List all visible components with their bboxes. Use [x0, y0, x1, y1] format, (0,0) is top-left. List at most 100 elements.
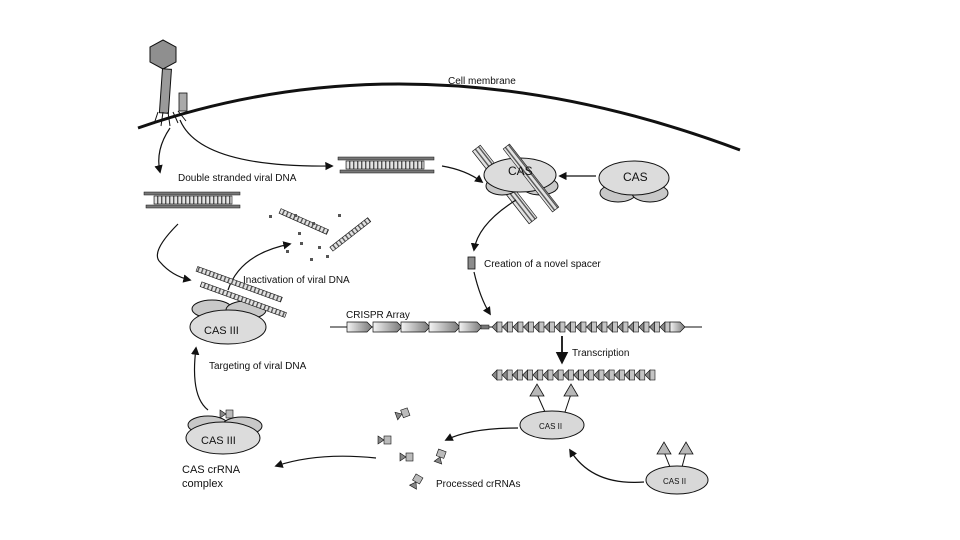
- crispr-spacer: [591, 321, 597, 333]
- crispr-repeat: [554, 321, 561, 333]
- crispr-spacer: [400, 321, 431, 333]
- arrow-dna-to-cas: [441, 165, 484, 184]
- transcript-repeat: [562, 369, 569, 381]
- arrow-phage-down: [154, 127, 171, 174]
- pre-crrna-transcript: [491, 369, 656, 381]
- crispr-repeat: [596, 321, 603, 333]
- arrow-processed-to-cas3: [274, 455, 377, 468]
- crispr-repeat: [617, 321, 624, 333]
- crispr-spacer: [528, 321, 534, 333]
- transcript-repeat: [532, 369, 539, 381]
- crispr-spacer: [622, 321, 629, 333]
- crispr-spacer: [580, 321, 587, 333]
- transcript-repeat: [583, 369, 590, 381]
- transcript-spacer: [608, 369, 615, 381]
- cas2-complex-middle: CAS II: [519, 383, 585, 440]
- complex-label-line1: CAS crRNA: [182, 464, 241, 476]
- targeting-label: Targeting of viral DNA: [209, 361, 307, 372]
- crispr-repeat: [607, 321, 613, 333]
- transcript-spacer: [527, 369, 533, 381]
- arrow-cas3-complex-up: [191, 346, 209, 411]
- crispr-spacer: [507, 321, 513, 333]
- complex-label-line2: complex: [182, 478, 223, 490]
- transcript-spacer: [537, 369, 544, 381]
- crispr-leader: [669, 321, 686, 333]
- crispr-spacer: [517, 321, 524, 333]
- processed-crrnas: [377, 407, 447, 490]
- transcript-spacer: [649, 369, 656, 381]
- crispr-spacer-new: [480, 324, 490, 330]
- crispr-spacer: [654, 321, 660, 333]
- transcript-repeat: [624, 369, 630, 381]
- crispr-spacer: [428, 321, 461, 333]
- crispr-spacer: [538, 321, 545, 333]
- transcript-repeat: [542, 369, 549, 381]
- transcript-repeat: [511, 369, 518, 381]
- crispr-spacer: [549, 321, 555, 333]
- crispr-array-label: CRISPR Array: [346, 310, 410, 321]
- transcript-repeat: [593, 369, 600, 381]
- cas3-targeting-complex: CAS III: [189, 266, 287, 345]
- arrow-spacer-to-array: [473, 271, 491, 316]
- transcript-repeat: [603, 369, 610, 381]
- arrow-cas2-to-processed: [444, 427, 519, 441]
- transcript-spacer: [506, 369, 513, 381]
- inactivated-dna-fragments: [269, 208, 372, 261]
- crispr-repeat: [638, 321, 645, 333]
- arrow-cas2-bottom-up: [569, 448, 645, 483]
- inactivation-label: Inactivation of viral DNA: [243, 275, 350, 286]
- crispr-spacer: [643, 321, 650, 333]
- transcript-spacer: [496, 369, 503, 381]
- transcript-spacer: [619, 369, 625, 381]
- bacteriophage-icon: [149, 39, 188, 127]
- crispr-repeat: [586, 321, 592, 333]
- crispr-spacer: [633, 321, 639, 333]
- transcript-repeat: [644, 369, 651, 381]
- crispr-repeat: [544, 321, 550, 333]
- transcript-repeat: [613, 369, 620, 381]
- transcript-repeat: [573, 369, 579, 381]
- transcript-repeat: [501, 369, 508, 381]
- crispr-spacer: [612, 321, 618, 333]
- crispr-spacer: [559, 321, 566, 333]
- cas3-crrna-complex: CAS III: [185, 409, 263, 455]
- transcript-spacer: [547, 369, 554, 381]
- crispr-repeat: [491, 321, 498, 333]
- cas-complex-right: CAS: [598, 160, 670, 203]
- double-stranded-label: Double stranded viral DNA: [178, 173, 297, 184]
- cas-top-label: CAS: [508, 164, 533, 178]
- transcript-spacer: [639, 369, 646, 381]
- arrow-dna-to-cas3: [156, 223, 192, 283]
- crispr-repeat: [502, 321, 508, 333]
- crispr-repeat: [628, 321, 634, 333]
- novel-spacer-icon: [467, 256, 476, 270]
- transcript-repeat: [552, 369, 559, 381]
- cas2-bottom-label: CAS II: [663, 477, 686, 486]
- arrow-to-spacer: [470, 199, 517, 252]
- transcript-spacer: [598, 369, 605, 381]
- crispr-spacer: [570, 321, 576, 333]
- transcript-spacer: [588, 369, 595, 381]
- cas-right-label: CAS: [623, 170, 648, 184]
- processed-label: Processed crRNAs: [436, 479, 520, 490]
- cas2-complex-bottom: CAS II: [645, 441, 709, 495]
- crispr-spacer: [496, 321, 503, 333]
- crispr-spacer: [664, 321, 671, 333]
- transcript-spacer: [568, 369, 574, 381]
- crispr-array: [330, 321, 702, 333]
- transcript-repeat: [491, 369, 498, 381]
- crispr-repeat: [523, 321, 529, 333]
- transcript-spacer: [517, 369, 523, 381]
- transcript-repeat: [634, 369, 641, 381]
- crispr-repeat: [512, 321, 519, 333]
- crispr-repeat: [575, 321, 582, 333]
- crispr-repeat: [659, 321, 666, 333]
- transcript-spacer: [557, 369, 564, 381]
- cas2-mid-label: CAS II: [539, 422, 562, 431]
- cell-membrane-curve: [137, 82, 741, 152]
- crispr-spacer: [372, 321, 403, 333]
- crispr-spacer: [458, 321, 483, 333]
- transcription-label: Transcription: [572, 348, 629, 359]
- transcript-spacer: [629, 369, 635, 381]
